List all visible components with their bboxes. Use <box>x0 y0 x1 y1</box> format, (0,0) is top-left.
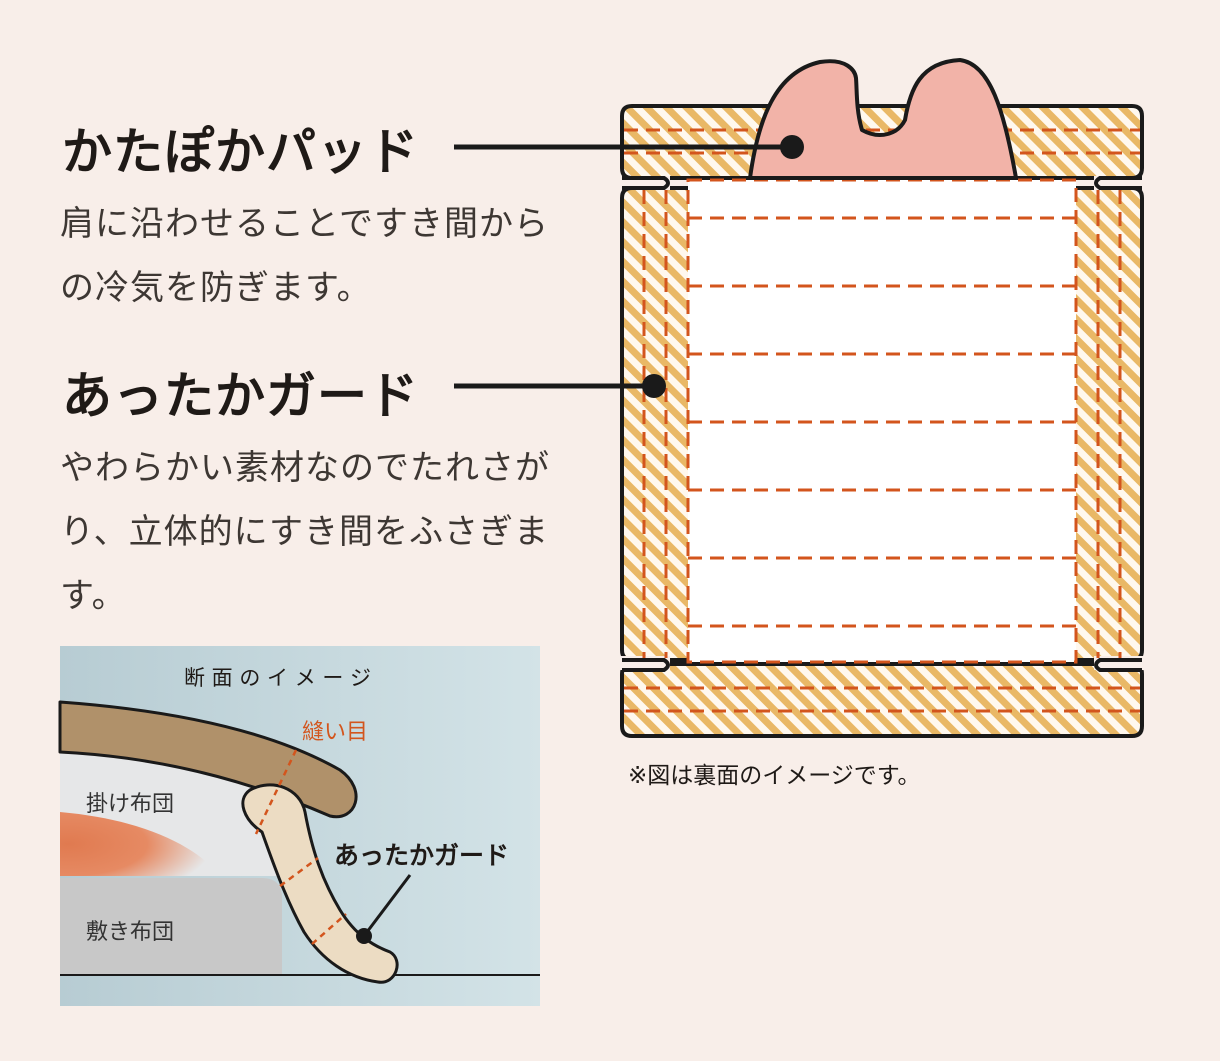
shikibuton-label: 敷き布団 <box>86 920 175 945</box>
seam-label: 縫い目 <box>302 720 369 745</box>
guard-marker <box>642 374 666 398</box>
guard-description: やわらかい素材なのでたれさがり、立体的にすき間をふさぎます。 <box>60 448 550 616</box>
cross-section-title: 断 面 の イ メ ー ジ <box>184 666 372 690</box>
diagram-note: ※図は裏面のイメージです。 <box>628 763 921 789</box>
cross-section <box>58 646 540 1006</box>
guard-title: あったかガード <box>62 367 419 425</box>
pad-description: 肩に沿わせることですき間からの冷気を防ぎます。 <box>60 204 549 308</box>
pad-marker <box>780 135 804 159</box>
kakebuton-label: 掛け布団 <box>86 792 175 817</box>
pad-title: かたぽかパッド <box>62 123 419 181</box>
shoulder-pad <box>748 58 1018 180</box>
cross-section-guard-label: あったかガード <box>334 841 510 870</box>
inner-panel <box>688 180 1076 662</box>
seam-lines <box>624 128 1140 713</box>
